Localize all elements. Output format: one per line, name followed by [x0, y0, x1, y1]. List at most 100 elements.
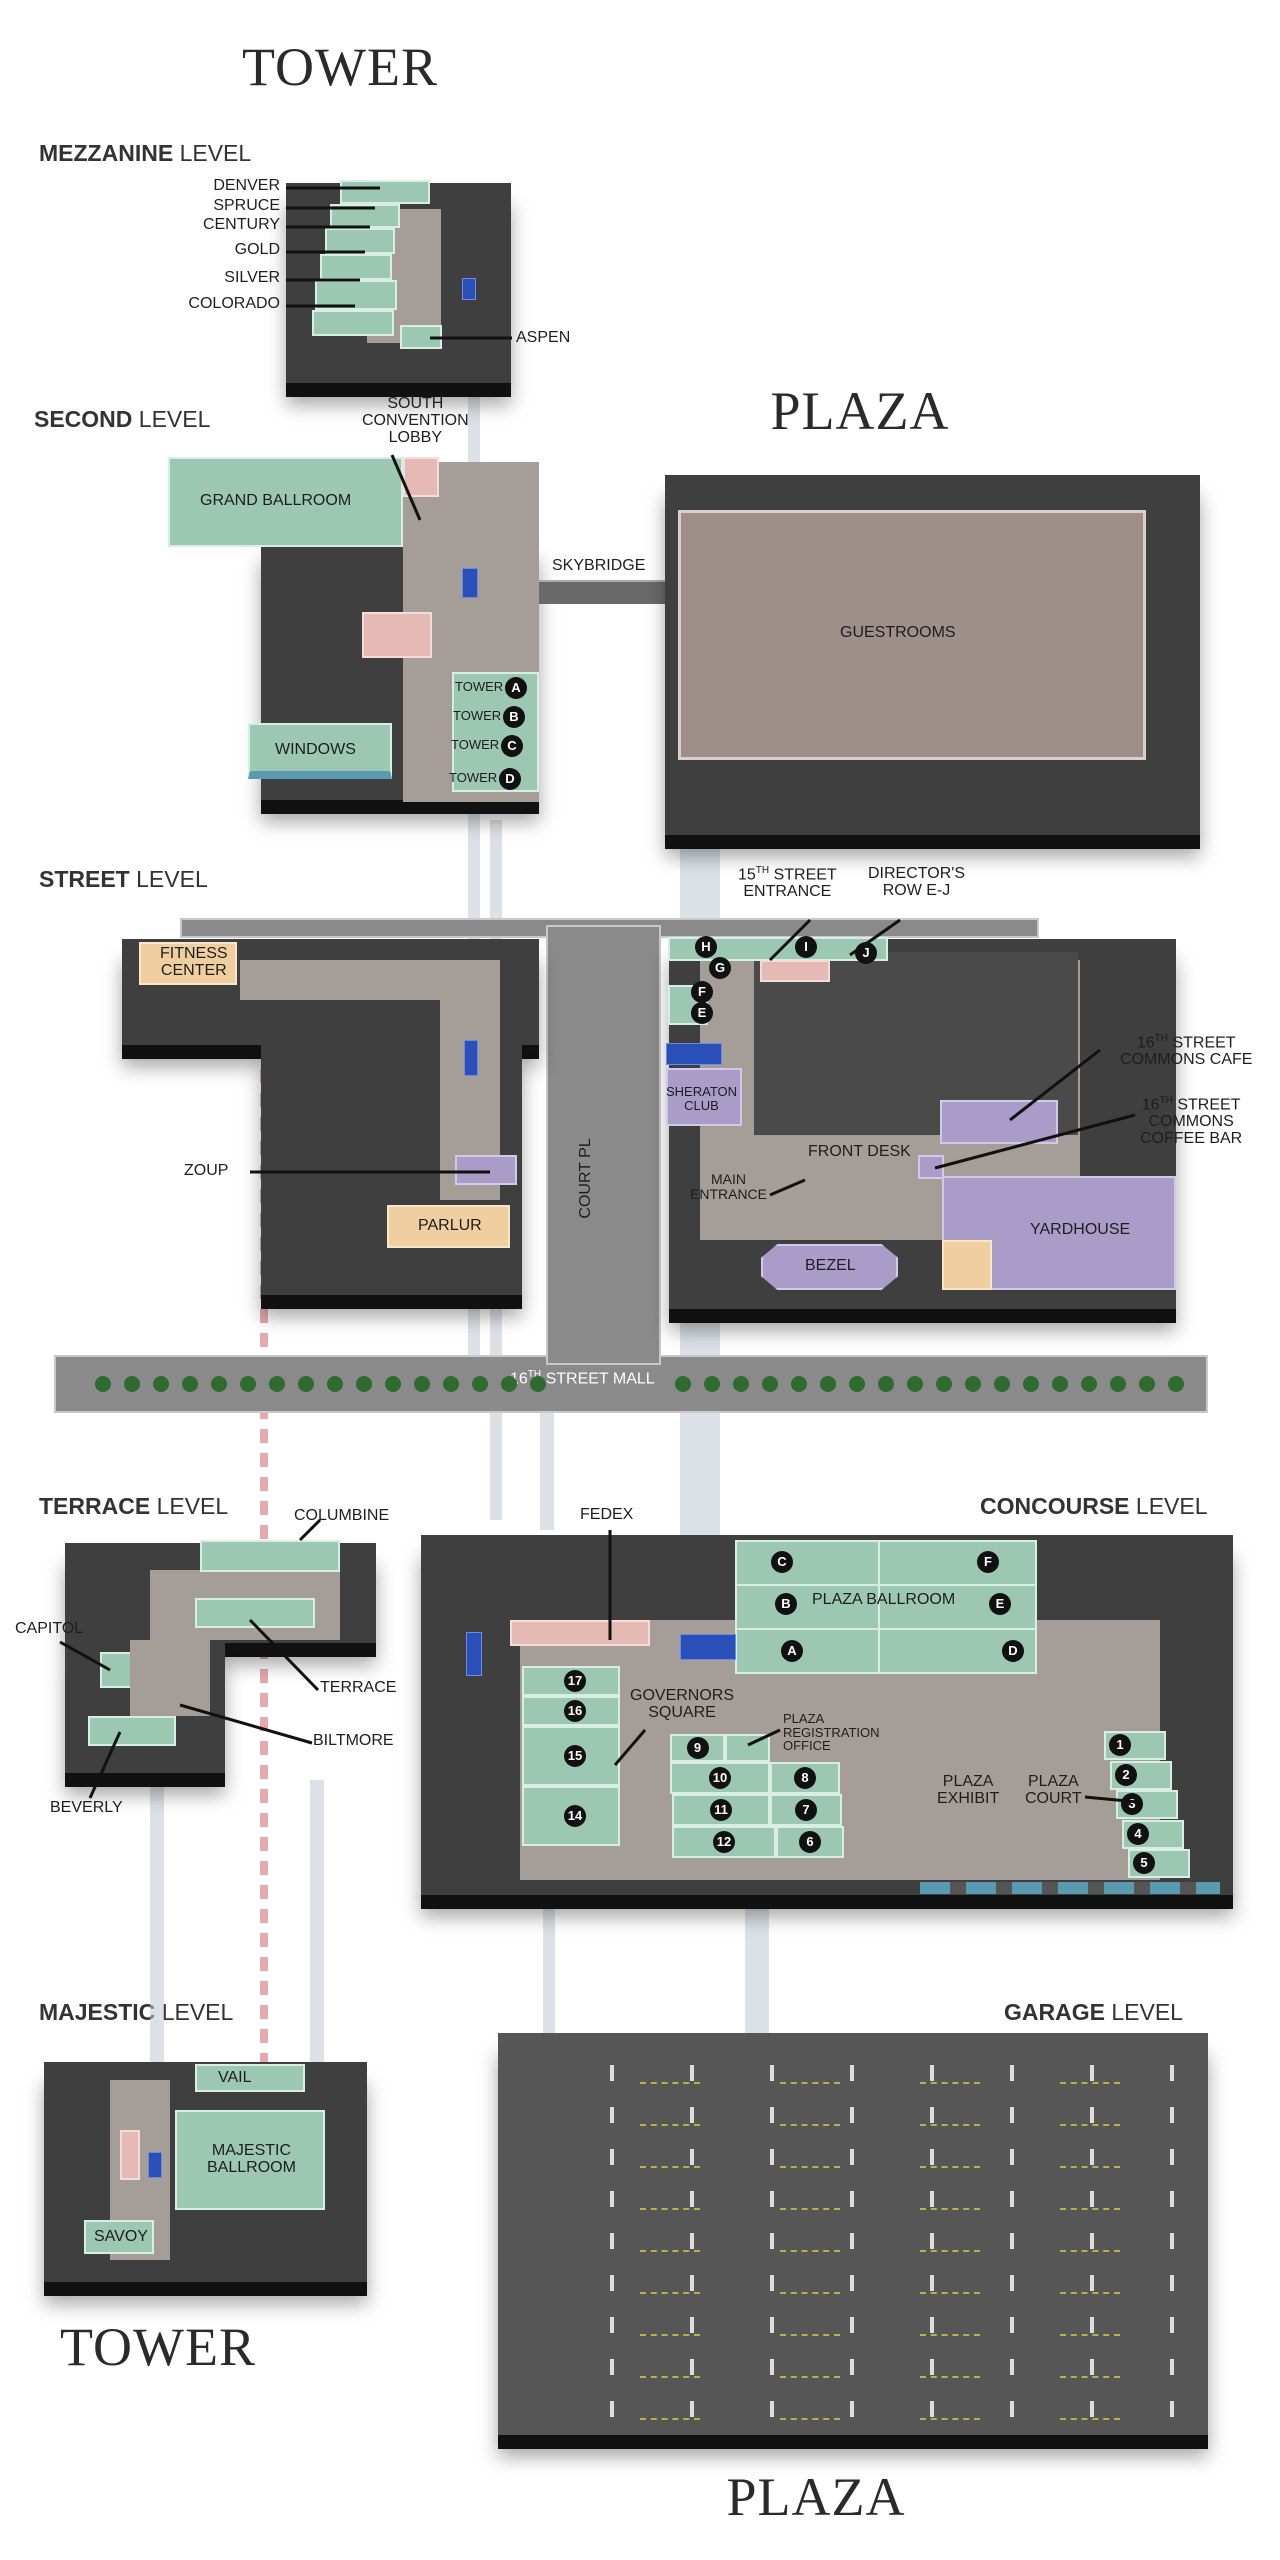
- garage-pillar: [610, 2401, 614, 2417]
- label-grand-ballroom: GRAND BALLROOM: [200, 492, 352, 509]
- garage-pillar: [850, 2149, 854, 2165]
- garage-pillar: [1170, 2275, 1174, 2291]
- majestic-level-heading: MAJESTIC LEVEL: [39, 1999, 234, 2025]
- tree-icon: [994, 1376, 1010, 1392]
- parking-stripes: [640, 2166, 700, 2169]
- tree-icon: [472, 1376, 488, 1392]
- sheraton-club[interactable]: [666, 1068, 742, 1126]
- room-majestic-ballroom[interactable]: [175, 2110, 325, 2210]
- elevator-icon: [148, 2152, 162, 2178]
- room-number-badge: 5: [1133, 1852, 1155, 1874]
- garage-pillar: [1010, 2149, 1014, 2165]
- room-denver[interactable]: [340, 180, 430, 204]
- parlur[interactable]: [387, 1205, 510, 1248]
- elevator-icon: [466, 1632, 482, 1676]
- garage-pillar: [1170, 2401, 1174, 2417]
- badge-i: I: [795, 936, 817, 958]
- garage-pillar: [690, 2317, 694, 2333]
- fedex[interactable]: [510, 1620, 650, 1646]
- room-colorado[interactable]: [312, 310, 394, 336]
- garage-pillar: [1090, 2233, 1094, 2249]
- parking-stripes: [1060, 2292, 1120, 2295]
- room-number-badge: 2: [1115, 1763, 1137, 1786]
- tree-icon: [298, 1376, 314, 1392]
- parking-stripes: [1060, 2208, 1120, 2211]
- parking-stripes: [640, 2418, 700, 2421]
- tree-icon: [443, 1376, 459, 1392]
- commons-cafe[interactable]: [940, 1100, 1058, 1144]
- label-silver: SILVER: [224, 269, 280, 286]
- fitness-center[interactable]: [139, 942, 237, 985]
- parking-stripes: [920, 2418, 980, 2421]
- room-windows[interactable]: [248, 723, 392, 779]
- parking-stripes: [920, 2082, 980, 2085]
- garage-pillar: [610, 2191, 614, 2207]
- room-gold[interactable]: [320, 254, 392, 280]
- parking-stripes: [920, 2124, 980, 2127]
- divider: [735, 1628, 1037, 1630]
- label-yardhouse: YARDHOUSE: [1030, 1221, 1131, 1238]
- windows-strip: [920, 1882, 1220, 1894]
- garage-pillar: [1010, 2107, 1014, 2123]
- badge-e: E: [691, 1002, 713, 1024]
- parking-stripes: [1060, 2418, 1120, 2421]
- tree-icon: [1081, 1376, 1097, 1392]
- room-vail[interactable]: [195, 2064, 305, 2092]
- badge-d: D: [1002, 1640, 1024, 1662]
- parking-stripes: [1060, 2166, 1120, 2169]
- guestrooms-area[interactable]: [678, 510, 1146, 760]
- tree-icon: [762, 1376, 778, 1392]
- garage-pillar: [1090, 2065, 1094, 2081]
- room-beverly[interactable]: [88, 1716, 176, 1746]
- parking-stripes: [1060, 2376, 1120, 2379]
- parking-stripes: [780, 2082, 840, 2085]
- tree-icon: [907, 1376, 923, 1392]
- badge-a: A: [781, 1640, 803, 1662]
- garage-pillar: [850, 2233, 854, 2249]
- bezel[interactable]: [761, 1244, 898, 1290]
- tree-icon: [704, 1376, 720, 1392]
- zoup[interactable]: [455, 1155, 517, 1185]
- garage-pillar: [930, 2191, 934, 2207]
- garage-pillar: [1170, 2065, 1174, 2081]
- skybridge[interactable]: [539, 580, 679, 604]
- garage-pillar: [1090, 2191, 1094, 2207]
- tree-icon: [385, 1376, 401, 1392]
- parking-stripes: [780, 2376, 840, 2379]
- second-level-heading: SECOND LEVEL: [34, 406, 211, 432]
- garage-pillar: [1170, 2191, 1174, 2207]
- room-grand-ballroom[interactable]: [168, 457, 403, 547]
- parking-stripes: [1060, 2124, 1120, 2127]
- parking-stripes: [640, 2208, 700, 2211]
- parking-stripes: [780, 2418, 840, 2421]
- garage-pillar: [690, 2149, 694, 2165]
- room-savoy[interactable]: [84, 2220, 154, 2254]
- badge-c: C: [771, 1551, 793, 1573]
- garage-pillar: [850, 2107, 854, 2123]
- parking-stripes: [640, 2124, 700, 2127]
- plaza-title-top: PLAZA: [770, 381, 950, 441]
- garage-pillar: [690, 2359, 694, 2375]
- garage-pillar: [850, 2065, 854, 2081]
- tree-icon: [153, 1376, 169, 1392]
- restroom: [120, 2130, 140, 2180]
- label-capitol: CAPITOL: [15, 1620, 84, 1637]
- garage-pillar: [930, 2275, 934, 2291]
- room-terrace[interactable]: [195, 1598, 315, 1628]
- garage-pillar: [1090, 2359, 1094, 2375]
- garage-pillar: [690, 2191, 694, 2207]
- badge-g: G: [709, 957, 731, 979]
- garage-pillar: [1090, 2317, 1094, 2333]
- room-columbine[interactable]: [200, 1540, 340, 1572]
- garage-pillar: [770, 2065, 774, 2081]
- tree-icon: [1110, 1376, 1126, 1392]
- parking-stripes: [640, 2292, 700, 2295]
- garage-pillar: [610, 2359, 614, 2375]
